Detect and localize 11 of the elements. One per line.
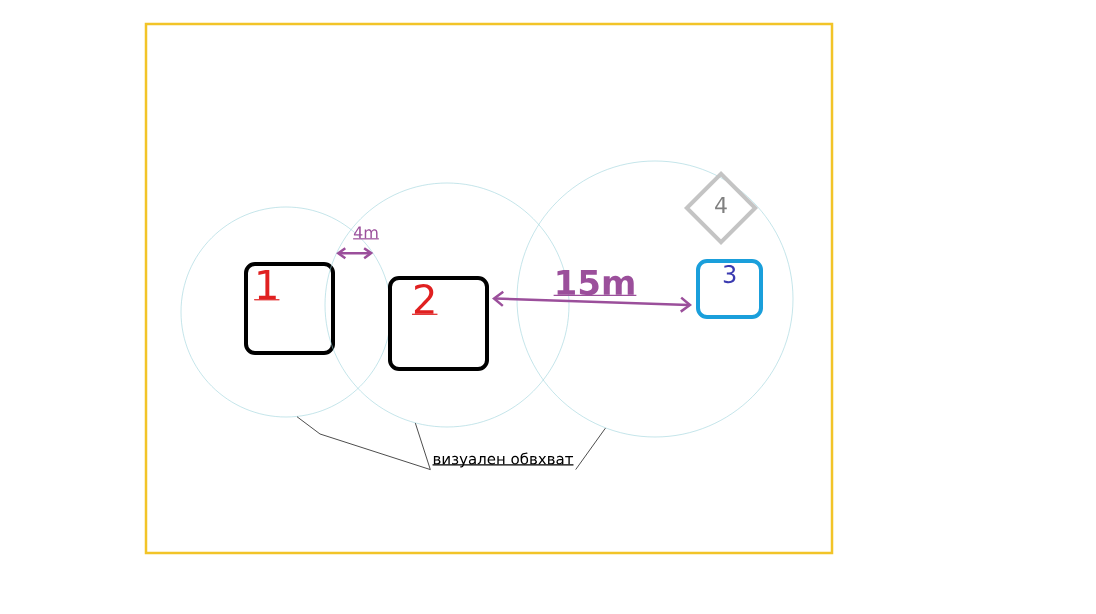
range-circle bbox=[516, 160, 794, 438]
edge-label: 4m bbox=[352, 226, 380, 240]
edge-label: 15m bbox=[553, 270, 637, 296]
dimension-arrow bbox=[336, 247, 374, 260]
dimension-arrow bbox=[492, 290, 692, 313]
leader-line bbox=[575, 427, 606, 470]
numbered-box: 3 bbox=[696, 259, 763, 319]
numbered-box: 1 bbox=[244, 262, 335, 355]
leader-line bbox=[296, 416, 431, 470]
leader-line bbox=[415, 422, 431, 470]
numbered-box: 2 bbox=[388, 276, 489, 371]
